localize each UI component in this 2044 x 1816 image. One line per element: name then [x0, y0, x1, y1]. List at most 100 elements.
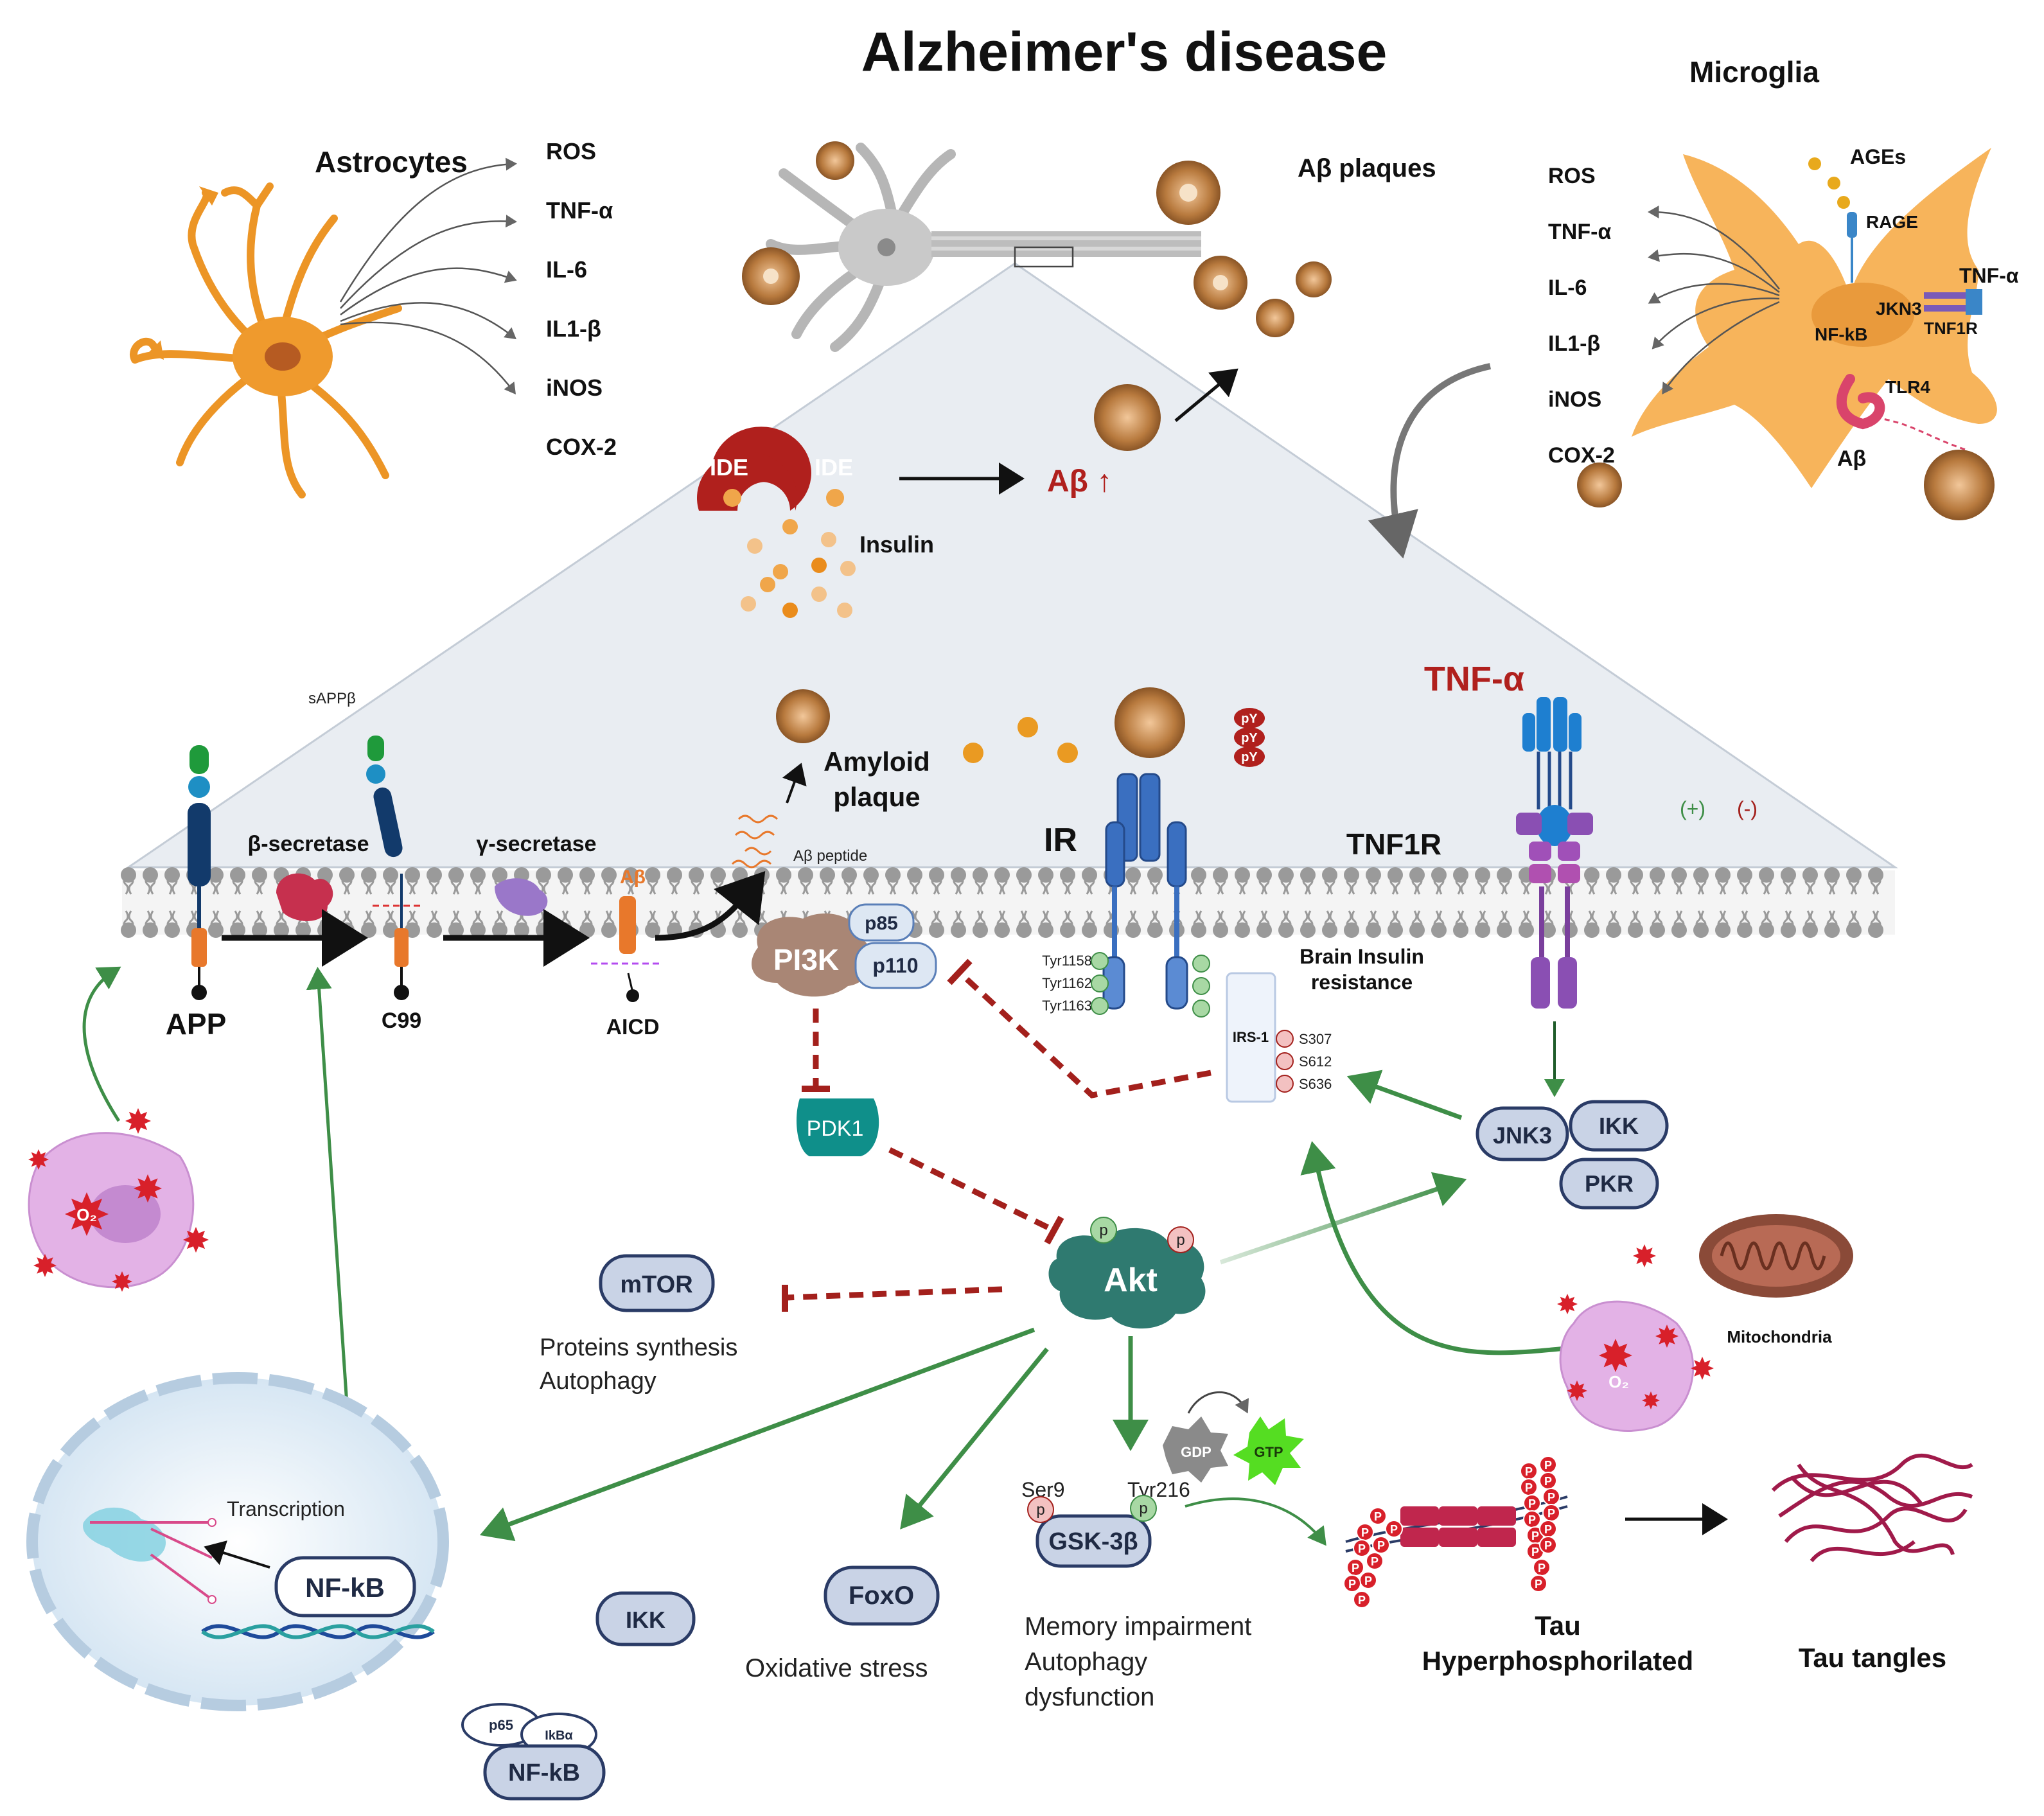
akt-p-green-label: p	[1099, 1222, 1107, 1239]
microglia-plaque-large	[1924, 450, 1995, 520]
jnk3-to-irs1-arrow	[1346, 1070, 1463, 1120]
lipid-tail	[909, 874, 921, 895]
jnk3-label: JNK3	[1493, 1122, 1552, 1149]
lipid-tail	[953, 874, 964, 895]
tnf1r-membrane-label: TNF1R	[1346, 827, 1441, 861]
lipid-tail	[1477, 910, 1488, 931]
inhibition-bars	[782, 958, 1064, 1312]
gamma-secretase-label: γ-secretase	[476, 832, 596, 856]
astro-output-1: ROS	[546, 138, 596, 164]
p110-label: p110	[872, 954, 918, 977]
lipid-tail	[1586, 910, 1598, 931]
aicd-dot	[626, 989, 639, 1002]
lipid-tail	[691, 874, 702, 895]
lipid-tail	[210, 874, 222, 895]
microglia-nfkb-label: NF-kB	[1815, 324, 1867, 344]
tau-phosphate-label: P	[1528, 1497, 1536, 1510]
p110-box	[854, 942, 937, 989]
tau-phosphate	[1385, 1520, 1403, 1538]
irs1-site-3: S636	[1299, 1076, 1332, 1092]
mtor-effect-1: Proteins synthesis	[540, 1334, 737, 1361]
tyr-site-3: Tyr1163	[1042, 998, 1092, 1014]
lipid-tail	[1870, 874, 1881, 895]
pi3k-blob	[752, 913, 872, 997]
ros-star	[1567, 1380, 1587, 1401]
lipid-tail	[1149, 874, 1161, 895]
pi3k-label: PI3K	[773, 943, 839, 976]
ros-star	[134, 1174, 162, 1203]
lipid-tail	[1062, 910, 1073, 931]
c99-label: C99	[382, 1009, 421, 1033]
transcription-label: Transcription	[227, 1497, 345, 1521]
microglia-tnf1r-icon	[1924, 289, 1982, 315]
lipid-tail	[123, 874, 134, 895]
nfkb-complex-label: NF-kB	[508, 1759, 580, 1786]
bir-label-2: resistance	[1311, 971, 1413, 994]
lipid-tail	[1193, 874, 1204, 895]
tau-phosphate-label: P	[1361, 1526, 1369, 1539]
abeta-peptide-squiggles	[731, 815, 779, 868]
lipid-tail	[1324, 910, 1335, 931]
ros-star	[33, 1254, 57, 1277]
nucleus-nfkb-pill	[274, 1556, 416, 1618]
irs1-box	[1226, 972, 1276, 1103]
lipid-tail	[1258, 910, 1270, 931]
lipid-tail	[1346, 874, 1357, 895]
c99-fragment	[366, 736, 424, 1000]
lipid-tail	[996, 874, 1008, 895]
ide-enzymes	[696, 427, 844, 511]
lipid-tail	[953, 910, 964, 931]
abeta-plaques-top	[742, 141, 1332, 451]
gamma-secretase-enzyme	[495, 878, 548, 916]
ros-star	[183, 1227, 209, 1253]
py-label-2: pY	[1241, 731, 1258, 745]
py-label-1: pY	[1241, 712, 1258, 726]
tau-phosphate	[1529, 1574, 1547, 1592]
tau-phosphate-label: P	[1544, 1523, 1552, 1536]
inhibition-lines	[786, 971, 1211, 1301]
microglia-output-list: ROS TNF-α IL-6 IL1-β iNOS COX-2	[1548, 164, 1615, 468]
tau-phosphate-label: P	[1547, 1507, 1555, 1520]
gdp-label: GDP	[1181, 1444, 1211, 1460]
tau-phosphate-label: P	[1544, 1475, 1552, 1488]
lipid-tail	[1739, 874, 1750, 895]
abeta-peptide-label: Aβ peptide	[793, 847, 867, 865]
ros-star	[65, 1192, 109, 1236]
microglia-label: Microglia	[1689, 55, 1819, 89]
microglia-plaque-small	[1577, 463, 1622, 507]
gsk3b-label: GSK-3β	[1048, 1528, 1138, 1555]
micro-output-5: iNOS	[1548, 387, 1601, 412]
ikba-label: IkBα	[545, 1729, 573, 1743]
tau-phosphate-label: P	[1544, 1539, 1552, 1552]
irs1-label: IRS-1	[1233, 1029, 1269, 1045]
lipid-tail	[472, 874, 484, 895]
lipid-tail	[1084, 874, 1095, 895]
lipid-tail	[778, 874, 789, 895]
lipid-tail	[1084, 910, 1095, 931]
lipid-tail	[1324, 874, 1335, 895]
tyr-site-2: Tyr1162	[1042, 975, 1092, 991]
o2-label-left: O₂	[76, 1205, 97, 1224]
astro-output-6: COX-2	[546, 434, 617, 460]
nucleus-nfkb-label: NF-kB	[305, 1573, 385, 1603]
nucleus	[26, 1372, 449, 1711]
lipid-tail	[1848, 910, 1860, 931]
lipid-tail	[363, 874, 374, 895]
tau-phosphate-label: P	[1364, 1574, 1372, 1587]
tau-phosphate-label: P	[1352, 1562, 1359, 1574]
tau-phosphate	[1539, 1536, 1557, 1554]
ros-stars	[28, 1108, 1714, 1409]
ikk-free-pill	[595, 1591, 696, 1646]
ros-star	[1599, 1339, 1632, 1372]
lipid-tail	[1411, 874, 1423, 895]
lipid-tail	[385, 874, 396, 895]
gtp-icon	[1233, 1416, 1304, 1485]
lipid-tail	[1826, 910, 1838, 931]
lipid-tail	[232, 874, 243, 895]
lipid-tail	[1368, 874, 1379, 895]
zoom-triangle	[125, 262, 1898, 868]
lipid-tail	[1870, 910, 1881, 931]
lipid-tail	[559, 874, 571, 895]
lipid-tail	[1520, 910, 1532, 931]
lipid-tail	[1673, 874, 1685, 895]
